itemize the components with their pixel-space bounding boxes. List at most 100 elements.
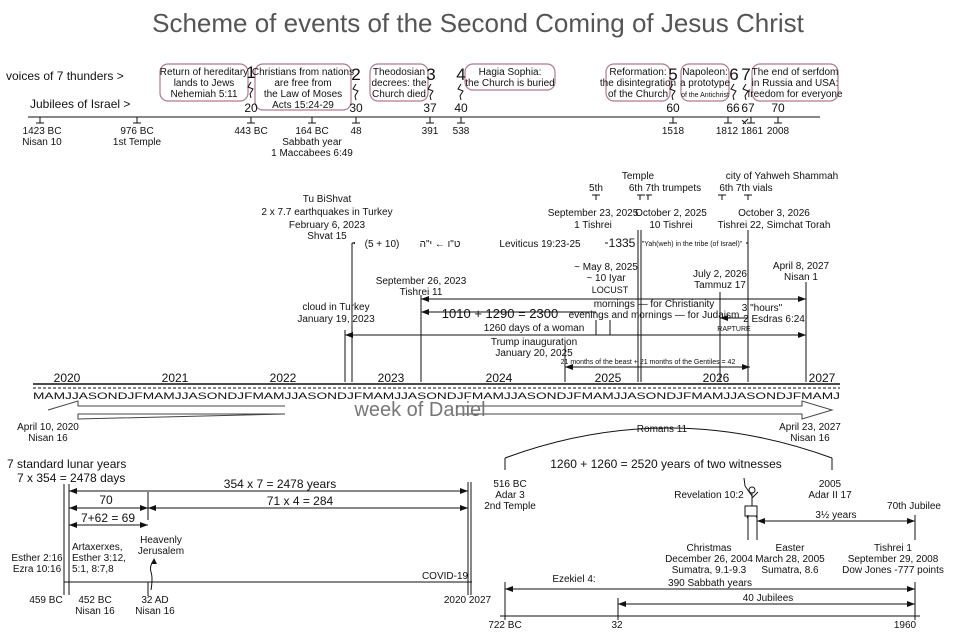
bubble-text: Theodosian bbox=[373, 67, 425, 78]
event-verticals bbox=[747, 515, 916, 540]
bubble-text: decrees: the bbox=[371, 78, 426, 89]
locust-label: LOCUST bbox=[592, 285, 629, 295]
esther-label: Ezra 10:16 bbox=[13, 564, 62, 575]
event-label: February 6, 2023 bbox=[289, 220, 366, 231]
date-label: 722 BC bbox=[488, 620, 521, 631]
event-label: Tu BiShvat bbox=[303, 194, 352, 205]
thunder-numbers: 1 2 3 4 5 6 7 bbox=[246, 63, 750, 84]
event-label: Sumatra, 9.1-9.3 bbox=[672, 565, 747, 576]
bubble-text: freedom for everyone bbox=[747, 89, 842, 100]
jubilee-number: 20 bbox=[244, 101, 258, 115]
yah-note: "Yah(weh) in the tribe (of Israel)" bbox=[642, 241, 743, 248]
event-label: Nisan 16 bbox=[790, 433, 830, 444]
hours-label: 3 "hours" bbox=[742, 303, 783, 314]
mornings-label: mornings — for Christianity bbox=[594, 299, 715, 310]
event-label: December 26, 2004 bbox=[665, 554, 753, 565]
event-label: July 2, 2026 bbox=[693, 269, 747, 280]
years-35-label: 3½ years bbox=[815, 510, 856, 521]
event-label: 516 BC bbox=[493, 479, 526, 490]
jubilee-number: 30 bbox=[349, 101, 363, 115]
date-label: 164 BC bbox=[295, 126, 328, 137]
year-label: 2022 bbox=[270, 371, 297, 385]
artax-label: Artaxerxes, bbox=[72, 542, 123, 553]
bubble-text: Hagia Sophia: bbox=[479, 67, 542, 78]
event-label: cloud in Turkey bbox=[302, 302, 369, 313]
event-label: April 10, 2020 bbox=[17, 422, 79, 433]
event-label: Tishrei 22, Simchat Torah bbox=[718, 220, 831, 231]
date-label: 976 BC bbox=[120, 126, 153, 137]
lev-ref-label: Leviticus 19:23-25 bbox=[499, 239, 581, 250]
n70: 70 bbox=[99, 493, 113, 507]
date-label: Nisan 16 bbox=[135, 606, 175, 617]
year-label: 2024 bbox=[486, 371, 513, 385]
date-label: 452 BC bbox=[78, 595, 111, 606]
arrowheads bbox=[69, 505, 148, 511]
eq-69: 7+62 = 69 bbox=[81, 511, 135, 525]
bubble-text: Reformation: bbox=[609, 67, 666, 78]
lightning-icon bbox=[742, 83, 749, 101]
event-label: 2005 bbox=[819, 479, 842, 490]
heavenly-label: Heavenly bbox=[140, 535, 182, 546]
thunder-number: 2 bbox=[351, 65, 360, 84]
event-label: Christmas bbox=[686, 543, 731, 554]
jubilee-number: 60 bbox=[666, 101, 680, 115]
lightning-icon bbox=[427, 83, 434, 101]
event-label: September 26, 2023 bbox=[376, 276, 467, 287]
thunder-number: 1 bbox=[246, 63, 255, 82]
sum-2300-label: 1010 + 1290 = 2300 bbox=[442, 306, 558, 321]
date-label: 1 Maccabees 6:49 bbox=[271, 148, 353, 159]
lightning-icon bbox=[730, 83, 737, 101]
heavenly-label: Jerusalem bbox=[138, 546, 184, 557]
date-label: 2020 bbox=[444, 595, 467, 606]
trumpet-label: 6th 7th trumpets bbox=[629, 183, 701, 194]
bubble-text: of the Antichrist bbox=[681, 92, 729, 99]
jubilees-label: Jubilees of Israel > bbox=[30, 97, 130, 111]
event-label: Shvat 15 bbox=[307, 231, 347, 242]
bubble-text: Acts 15:24-29 bbox=[272, 100, 334, 111]
jubilee-number: 66 bbox=[726, 101, 740, 115]
date-label: 2027 bbox=[469, 595, 492, 606]
arrowheads bbox=[69, 522, 148, 528]
date-label: 1st Temple bbox=[113, 137, 162, 148]
event-label: 10 Tishrei bbox=[649, 220, 692, 231]
evenings-label: evenings and mornings — for Judaism bbox=[569, 310, 740, 321]
date-label: 459 BC bbox=[29, 595, 62, 606]
date-label: 32 bbox=[611, 620, 623, 631]
lev-hebrew-label: ט"ו ← י"ה bbox=[420, 239, 461, 250]
jubilee-dates: 1423 BC Nisan 10 976 BC 1st Temple 443 B… bbox=[22, 126, 789, 159]
sabbath-label: 390 Sabbath years bbox=[668, 578, 752, 589]
event-label: January 20, 2025 bbox=[495, 348, 573, 359]
event-label: 1 Tishrei bbox=[574, 220, 612, 231]
year-label: 2027 bbox=[809, 371, 836, 385]
event-label: Nisan 1 bbox=[784, 272, 818, 283]
lower-verticals bbox=[63, 482, 472, 595]
date-label: 391 bbox=[422, 126, 439, 137]
bubble-text: Napoleon: bbox=[682, 67, 728, 78]
event-label: Easter bbox=[776, 543, 806, 554]
artax-label: 5:1, 8:7,8 bbox=[72, 564, 114, 575]
event-label: Tishrei 1 bbox=[874, 543, 912, 554]
event-label: October 2, 2025 bbox=[635, 208, 707, 219]
upper-events: Tu BiShvat 2 x 7.7 earthquakes in Turkey… bbox=[261, 171, 838, 382]
trumpet-ticks bbox=[592, 194, 652, 200]
date-label: 1960 bbox=[894, 620, 917, 631]
date-label: 32 AD bbox=[141, 595, 168, 606]
week-label: week of Daniel bbox=[353, 399, 485, 421]
thunders-label: voices of 7 thunders > bbox=[6, 69, 124, 83]
event-label: September 23, 2025 bbox=[548, 208, 639, 219]
jubilee-ticks bbox=[36, 117, 782, 125]
date-label: 1861 bbox=[741, 126, 764, 137]
month-letters: MAMJJASONDJFMAMJJASONDJFMAMJJASONDJFMAMJ… bbox=[33, 391, 840, 401]
year-label: 2026 bbox=[703, 371, 730, 385]
jubilee-70-label: 70th Jubilee bbox=[887, 501, 941, 512]
thunder-number: 6 bbox=[729, 65, 738, 84]
thunder-number: 5 bbox=[668, 65, 677, 84]
lightning-icon bbox=[247, 81, 254, 99]
event-label: January 19, 2023 bbox=[297, 314, 375, 325]
lunar-label: 7 standard lunar years bbox=[7, 457, 126, 471]
bubble-frame bbox=[254, 63, 352, 111]
vials-label: 6th 7th vials bbox=[719, 183, 772, 194]
angel-figure-icon bbox=[743, 477, 759, 519]
event-label: Adar II 17 bbox=[808, 490, 852, 501]
event-label: September 29, 2008 bbox=[848, 554, 939, 565]
